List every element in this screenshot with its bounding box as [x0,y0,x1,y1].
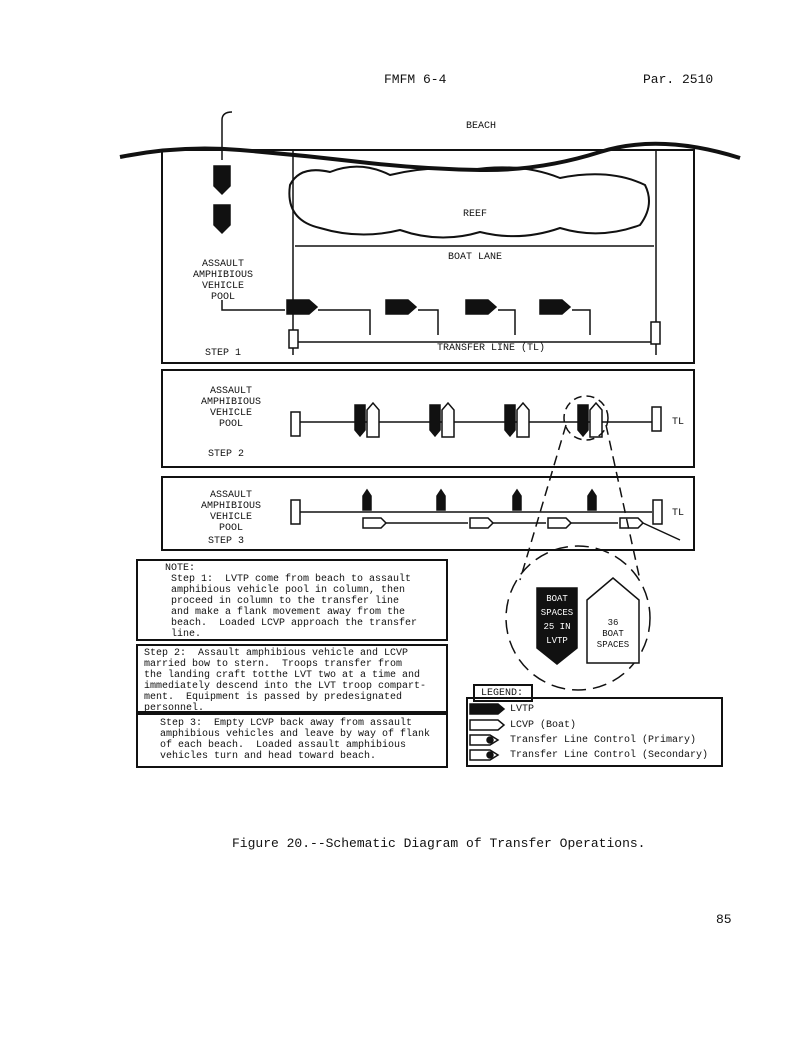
transfer-line-label: TRANSFER LINE (TL) [437,343,546,354]
document-id: FMFM 6-4 [384,72,447,87]
lvtp-row [286,299,572,315]
note-step1: NOTE: Step 1: LVTP come from beach to as… [165,563,418,640]
page-number: 85 [716,912,732,927]
legend-tlc-secondary: Transfer Line Control (Secondary) [510,750,709,761]
detail-lvtp [536,587,578,665]
beach-label: BEACH [466,121,497,132]
paragraph-number: Par. 2510 [643,72,714,87]
figure-caption: Figure 20.--Schematic Diagram of Transfe… [232,836,646,851]
legend-tlc-primary: Transfer Line Control (Primary) [510,735,697,746]
tl-label: TL [672,417,685,428]
married-vehicles [354,401,603,438]
beach-line [119,141,741,173]
step3-box [161,476,695,551]
note-step2: Step 2: Assault amphibious vehicle and L… [144,648,427,714]
step2-label: STEP 2 [208,449,245,460]
legend-lcvp: LCVP (Boat) [510,720,577,731]
step2-box [161,369,695,468]
detail-lcvp [586,577,640,664]
reef-label: REEF [463,209,488,220]
step1-box [161,149,695,364]
boat-lane-label: BOAT LANE [448,252,503,263]
legend-box [466,697,723,767]
legend-title: LEGEND: [481,688,524,699]
tl-label: TL [672,508,685,519]
step1-label: STEP 1 [205,348,242,359]
step3-label: STEP 3 [208,536,245,547]
detail-circle [505,545,651,691]
legend-lvtp: LVTP [510,704,535,715]
lvtp-column [213,165,231,235]
lcvp-departing [362,517,681,541]
note-step3: Step 3: Empty LCVP back away from assaul… [160,718,431,762]
reef-shape [288,165,650,239]
lvtp-turning [362,488,597,511]
